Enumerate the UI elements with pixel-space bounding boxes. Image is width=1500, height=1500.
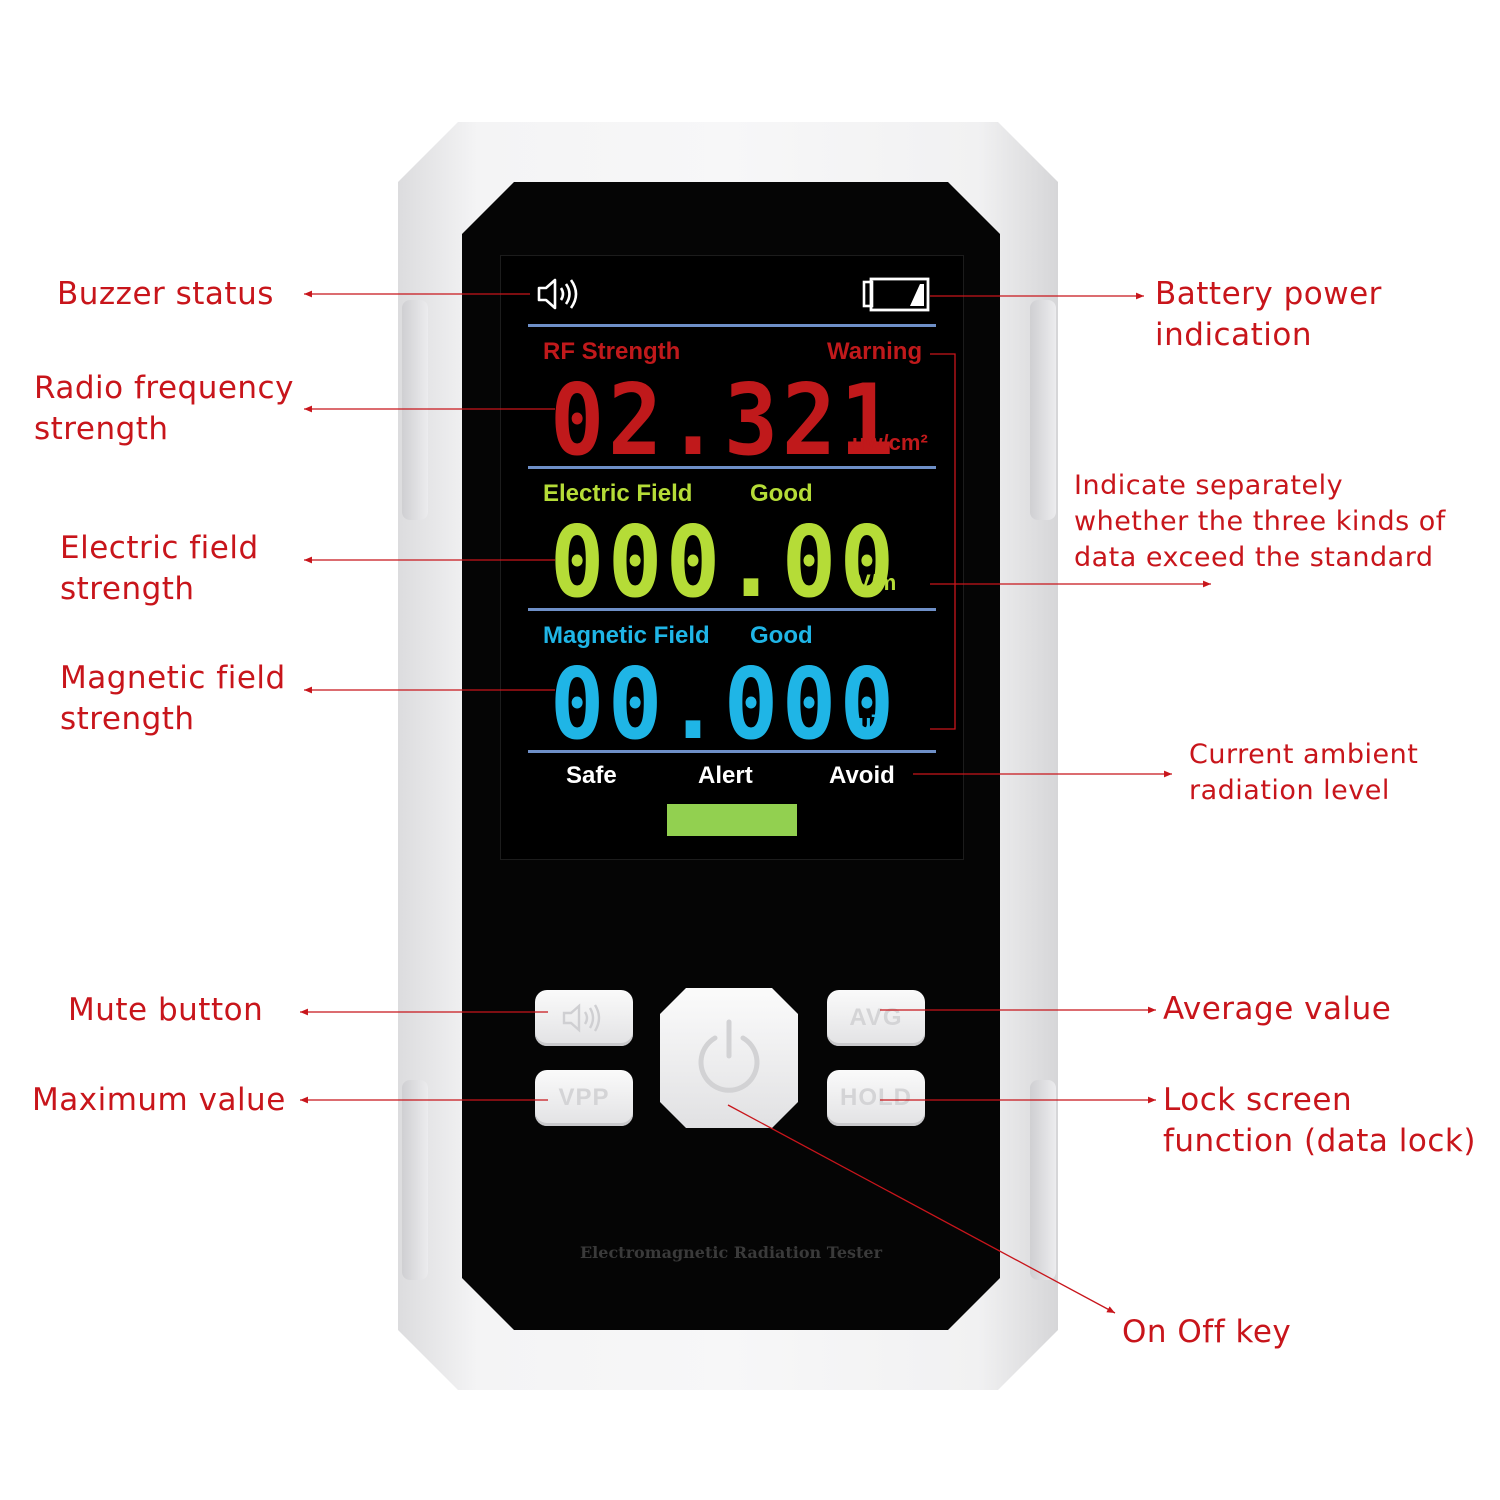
lcd-divider xyxy=(528,466,936,469)
speaker-icon xyxy=(537,278,578,310)
callout-average-value: Average value xyxy=(1163,991,1392,1027)
callout-indicate-line1: Indicate separately xyxy=(1074,470,1344,501)
callout-buzzer-status: Buzzer status xyxy=(57,276,274,312)
level-alert: Alert xyxy=(698,762,753,789)
magnetic-field-label: Magnetic Field xyxy=(543,622,710,649)
power-icon xyxy=(698,1019,760,1093)
mute-button[interactable] xyxy=(535,990,633,1046)
electric-status-label: Good xyxy=(750,480,813,507)
avg-button[interactable]: AVG xyxy=(827,990,925,1046)
callout-battery-line2: indication xyxy=(1155,317,1312,353)
callout-lock-line2: function (data lock) xyxy=(1163,1123,1476,1159)
mute-speaker-icon xyxy=(562,1003,601,1033)
right-side-grip-lower xyxy=(1030,1080,1056,1280)
callout-rf-strength-line1: Radio frequency xyxy=(34,370,294,406)
battery-icon xyxy=(862,277,930,312)
callout-electric-line1: Electric field xyxy=(60,530,259,566)
level-safe: Safe xyxy=(566,762,617,789)
magnetic-field-value: 00.000 xyxy=(550,648,898,762)
callout-magnetic-line1: Magnetic field xyxy=(60,660,286,696)
callout-battery-line1: Battery power xyxy=(1155,276,1382,312)
rf-strength-label: RF Strength xyxy=(543,338,681,365)
level-avoid: Avoid xyxy=(829,762,895,789)
electric-unit: V/m xyxy=(856,570,897,595)
current-level-bar xyxy=(667,804,797,836)
electric-field-label: Electric Field xyxy=(543,480,693,507)
right-side-grip xyxy=(1030,300,1056,520)
hold-button[interactable]: HOLD xyxy=(827,1070,925,1126)
callout-rf-strength-line2: strength xyxy=(34,411,169,447)
callout-indicate-line2: whether the three kinds of xyxy=(1074,506,1446,537)
callout-lock-line1: Lock screen xyxy=(1163,1082,1353,1118)
magnetic-unit: uT xyxy=(858,710,885,735)
rf-strength-value: 02.321 xyxy=(550,364,898,478)
lcd-screen xyxy=(500,255,964,860)
left-side-grip-lower xyxy=(402,1080,428,1280)
lcd-divider xyxy=(528,324,936,327)
vpp-button[interactable]: VPP xyxy=(535,1070,633,1126)
magnetic-status-label: Good xyxy=(750,622,813,649)
electric-field-value: 000.00 xyxy=(550,506,898,620)
callout-maximum-value: Maximum value xyxy=(32,1082,286,1118)
callout-electric-line2: strength xyxy=(60,571,195,607)
callout-ambient-line1: Current ambient xyxy=(1189,739,1419,770)
left-side-grip xyxy=(402,300,428,520)
rf-status-label: Warning xyxy=(827,338,923,365)
callout-on-off-key: On Off key xyxy=(1122,1314,1292,1350)
callout-indicate-line3: data exceed the standard xyxy=(1074,542,1434,573)
callout-mute-button: Mute button xyxy=(68,992,264,1028)
device-brand: Electromagnetic Radiation Tester xyxy=(579,1243,883,1262)
lcd-divider xyxy=(528,750,936,753)
callout-ambient-line2: radiation level xyxy=(1189,775,1390,806)
rf-unit: uw/cm² xyxy=(852,430,928,455)
lcd-divider xyxy=(528,608,936,611)
callout-magnetic-line2: strength xyxy=(60,701,195,737)
